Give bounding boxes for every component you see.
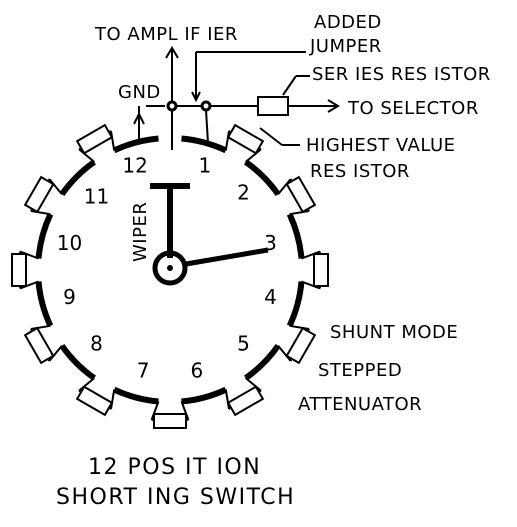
caption-line2: SHORT ING SWITCH — [56, 485, 295, 510]
shunt-resistor-8 — [23, 324, 63, 365]
contact-7 — [112, 386, 159, 405]
position-number-11: 11 — [84, 185, 109, 209]
position-number-2: 2 — [237, 181, 250, 205]
wiper-label: WIPER — [130, 202, 151, 262]
shunt-resistor-9 — [11, 250, 39, 290]
jumper-arrow — [191, 91, 201, 103]
resistor-chain — [11, 123, 329, 429]
shunt-resistor-5 — [224, 377, 265, 417]
contact-11 — [59, 159, 97, 197]
contact-2 — [243, 159, 281, 197]
added-label: ADDED — [314, 12, 382, 33]
position-number-1: 1 — [199, 154, 212, 178]
contact-9 — [35, 281, 54, 328]
junction-dot-left — [166, 100, 178, 112]
shunt-resistor-4 — [277, 324, 317, 365]
wiper-arm — [185, 247, 269, 267]
shunt-resistor-11 — [75, 123, 116, 163]
contact-10 — [35, 212, 54, 259]
position-number-5: 5 — [237, 332, 250, 356]
junction-dot-right — [200, 100, 212, 112]
shunt-resistor-7 — [75, 377, 116, 417]
series-leader — [282, 75, 297, 96]
to-selector-label: TO SELECTOR — [347, 98, 479, 119]
wiper-hub — [152, 250, 188, 286]
contact-3 — [286, 212, 305, 259]
contact-1 — [181, 135, 228, 154]
highest-value-label: HIGHEST VALUE — [306, 135, 456, 156]
top-wiring — [138, 46, 340, 150]
contact1-lead — [205, 109, 209, 144]
jumper-label: JUMPER — [309, 36, 382, 57]
shunt-resistor-2 — [277, 175, 317, 216]
contact-12 — [112, 135, 159, 154]
stepped-label: STEPPED — [318, 360, 402, 381]
wiper — [150, 183, 269, 286]
contact-4 — [286, 281, 305, 328]
shunt-resistor-6 — [150, 401, 190, 429]
gnd-label: GND — [118, 82, 161, 103]
position-number-10: 10 — [57, 231, 82, 255]
resistor-label: RES ISTOR — [310, 161, 410, 182]
selector-arrow — [327, 99, 340, 113]
wiper-center — [167, 265, 173, 271]
caption-line1: 12 POS IT ION — [88, 455, 261, 480]
series-resistor-label: SER IES RES ISTOR — [312, 64, 491, 85]
shunt-resistor-3 — [301, 250, 329, 290]
position-number-12: 12 — [122, 154, 147, 178]
contact-5 — [243, 343, 281, 381]
highest-leader — [259, 127, 283, 146]
position-number-9: 9 — [63, 285, 76, 309]
shunt-resistor-10 — [23, 175, 63, 216]
contact-6 — [181, 386, 228, 405]
position-number-7: 7 — [137, 359, 150, 383]
amplifier-arrow — [165, 46, 179, 59]
position-number-8: 8 — [90, 332, 103, 356]
position-number-6: 6 — [191, 359, 204, 383]
position-number-4: 4 — [264, 285, 277, 309]
to-amplifier-label: TO AMPL IF IER — [94, 24, 238, 45]
shunt-mode-label: SHUNT MODE — [330, 322, 458, 343]
gnd-symbol — [133, 106, 145, 128]
switch-contacts — [35, 135, 305, 405]
shunt-resistor-1 — [224, 123, 265, 163]
contact-8 — [59, 343, 97, 381]
series-resistor — [257, 96, 289, 116]
attenuator-label: ATTENUATOR — [298, 394, 422, 415]
